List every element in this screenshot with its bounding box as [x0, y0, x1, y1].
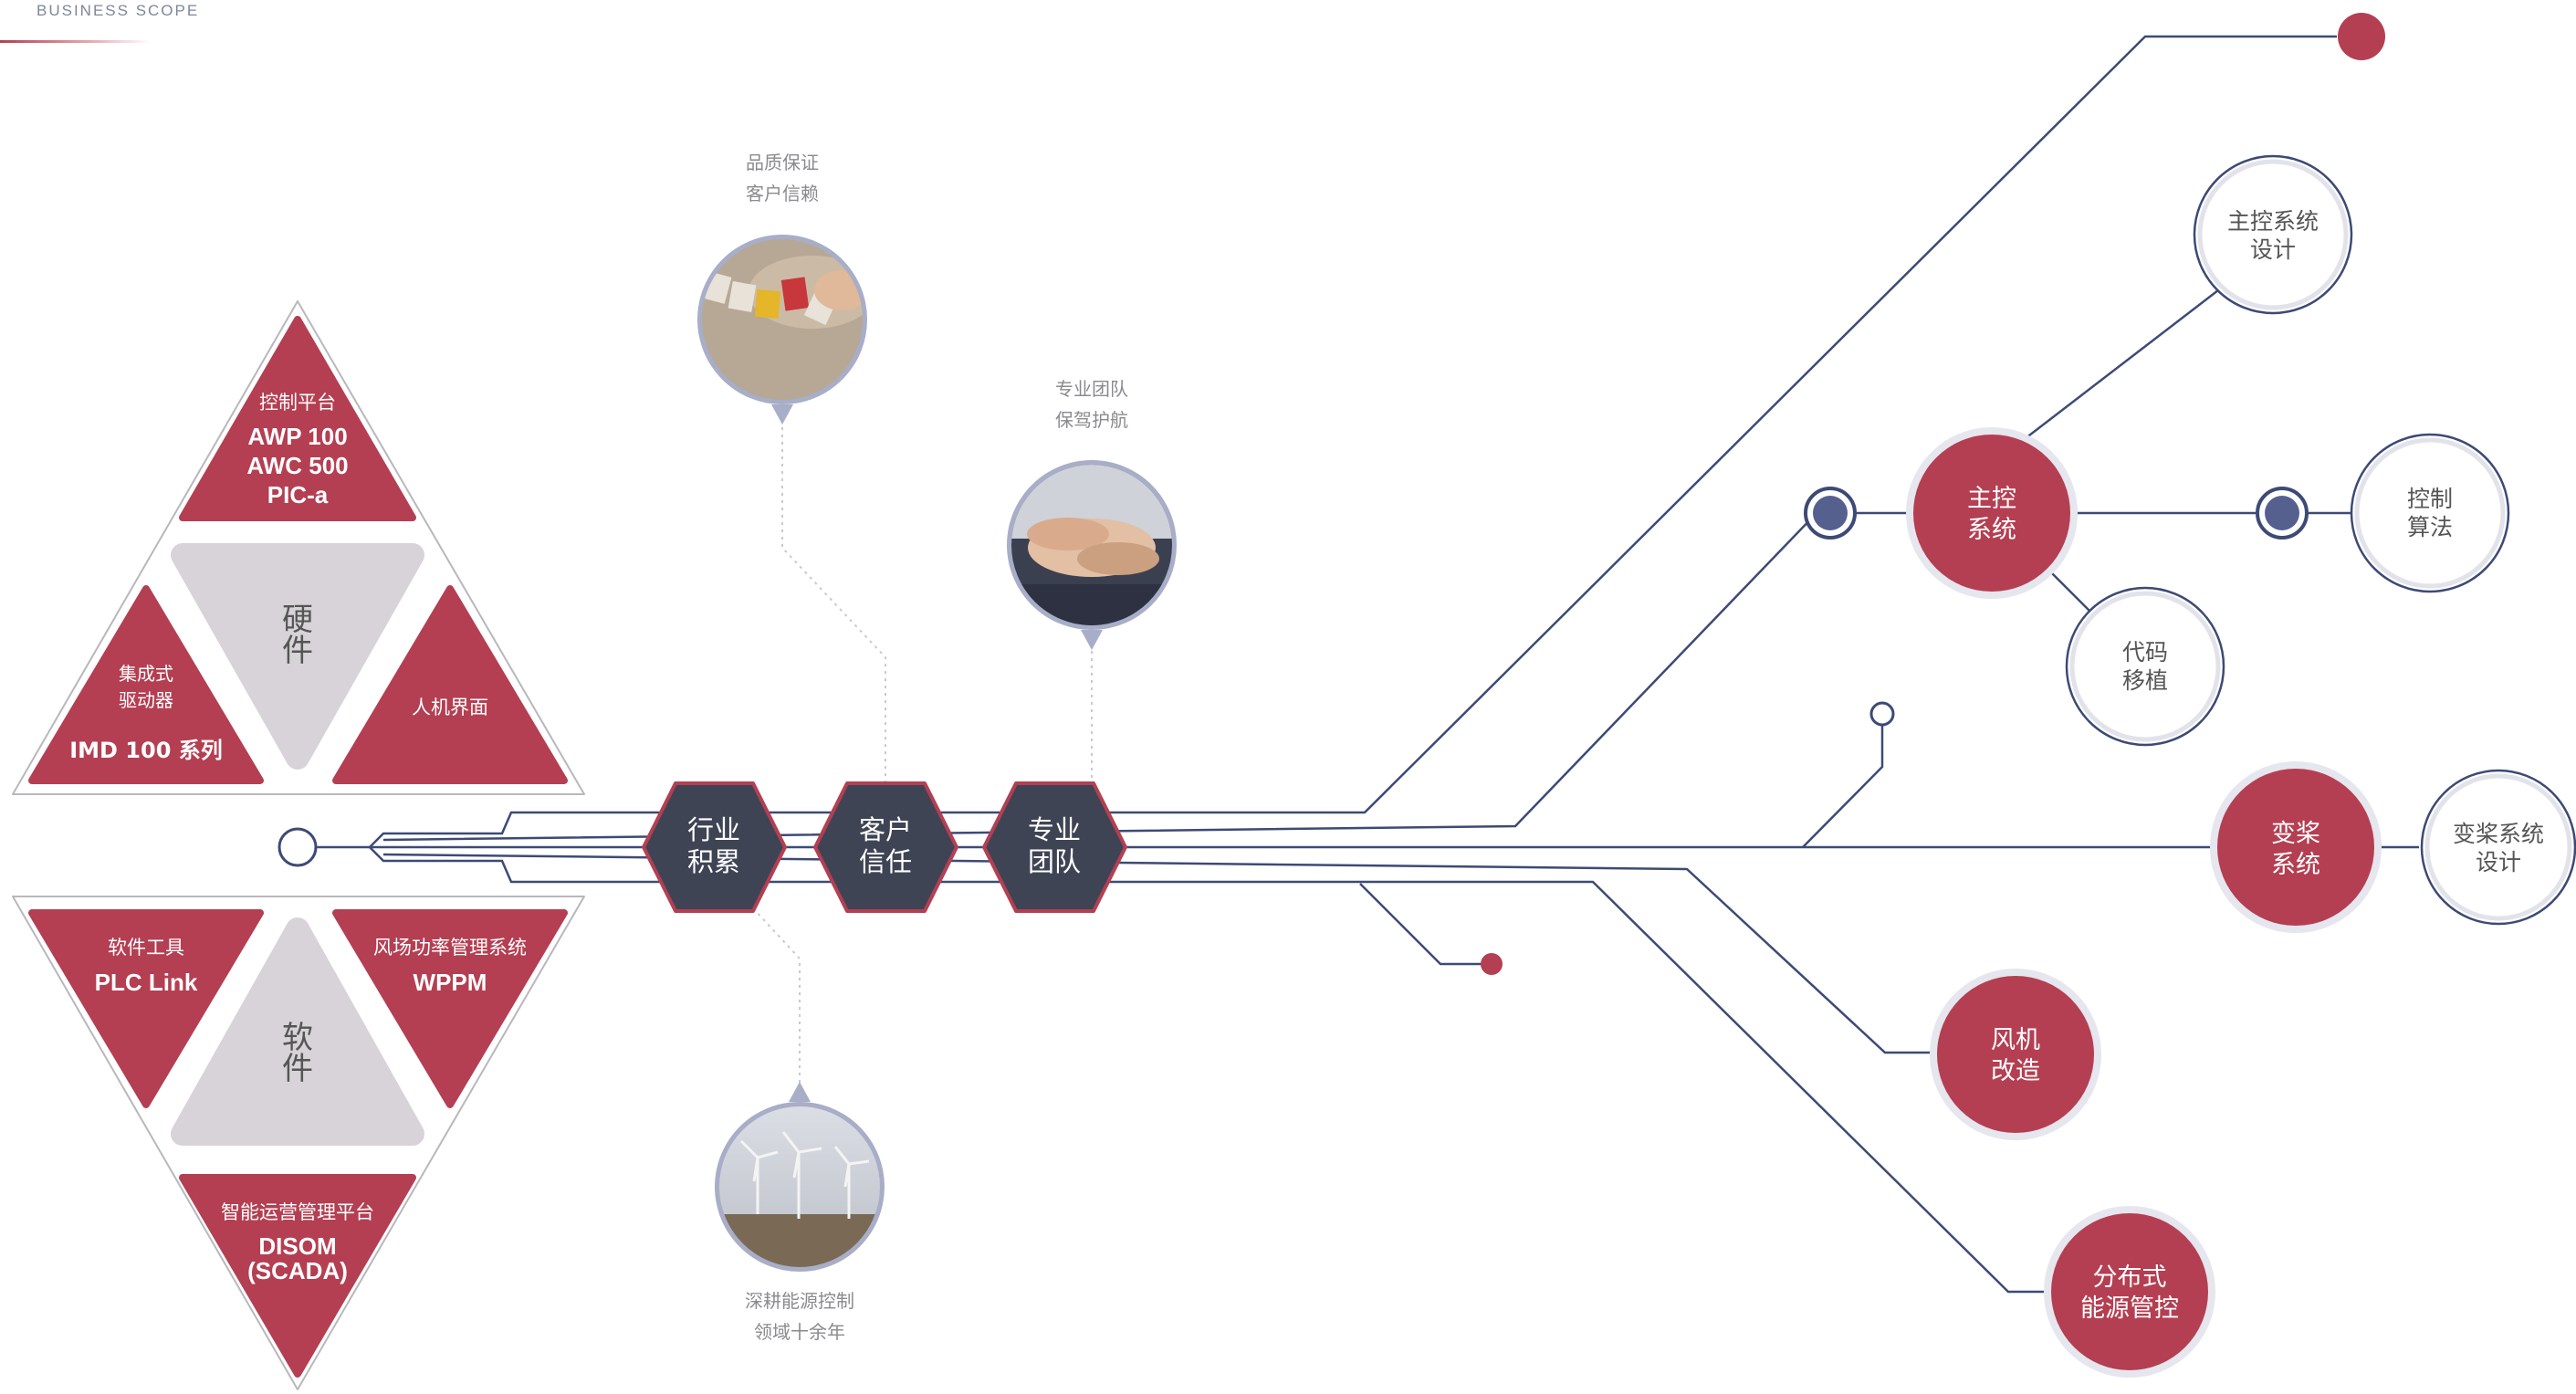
software-center-triangle	[171, 917, 424, 1146]
software-bottom-caption: 智能运营管理平台	[221, 1201, 374, 1223]
hexagon-trust-label: 客户信任	[859, 814, 912, 877]
end-dot-small	[1481, 953, 1503, 975]
junction-dot-left	[1804, 487, 1857, 540]
hardware-left-triangle	[28, 585, 264, 784]
hexagon-team-label: 专业团队	[1028, 814, 1081, 877]
software-bottom-triangle	[179, 1174, 416, 1378]
node-distributed-energy: 分布式能源管控	[2044, 1206, 2215, 1378]
node-code-porting: 代码移植	[2065, 586, 2225, 747]
svg-text:变桨系统设计: 变桨系统设计	[2453, 821, 2544, 875]
end-dot-top	[2338, 13, 2385, 60]
software-right-caption: 风场功率管理系统	[373, 937, 527, 959]
wind-farm-photo: 深耕能源控制领域十余年	[715, 1082, 885, 1343]
title-underline	[0, 40, 151, 43]
bus-upper-line	[369, 35, 2337, 848]
hook-dot	[1869, 701, 1895, 727]
svg-text:分布式能源管控: 分布式能源管控	[2080, 1263, 2179, 1323]
dotted-connectors	[752, 420, 1093, 1086]
hardware-right-caption: 人机界面	[412, 697, 488, 718]
hardware-center-label: 硬件	[282, 602, 313, 669]
software-left-caption: 软件工具	[108, 937, 184, 959]
svg-text:风机改造: 风机改造	[1991, 1026, 2040, 1085]
team-caption: 专业团队保驾护航	[1055, 378, 1128, 431]
hardware-left-caption: 集成式驱动器	[119, 663, 173, 711]
trust-photo: 品质保证客户信赖	[697, 152, 867, 424]
wind-caption: 深耕能源控制领域十余年	[745, 1290, 854, 1343]
bus-lower-line	[369, 846, 2049, 1294]
software-center-label: 软件	[282, 1020, 313, 1087]
software-cluster: 软件 软件工具 PLC Link 风场功率管理系统 WPPM 智能运营管理平台 …	[12, 896, 585, 1390]
branch-hook-line	[1802, 714, 1884, 848]
wind-connector	[752, 907, 801, 1086]
junction-dot-right	[2256, 487, 2309, 540]
software-bottom-product: DISOM(SCADA)	[247, 1232, 348, 1284]
line-dots	[277, 13, 2385, 975]
svg-text:主控系统: 主控系统	[1967, 485, 2016, 544]
node-main-control: 主控系统	[1906, 427, 2078, 599]
node-pitch-system-design: 变桨系统设计	[2420, 769, 2576, 926]
hardware-right-triangle	[332, 585, 568, 784]
hexagon-industry-label: 行业积累	[687, 814, 740, 877]
trust-connector	[781, 420, 886, 785]
svg-text:代码移植: 代码移植	[2122, 639, 2168, 694]
software-right-product: WPPM	[414, 969, 487, 996]
software-left-triangle	[28, 909, 264, 1108]
bus-lower-inner-line	[382, 853, 1935, 1054]
svg-text:控制算法: 控制算法	[2407, 486, 2453, 540]
svg-text:主控系统设计: 主控系统设计	[2227, 208, 2319, 263]
hardware-center-triangle	[171, 543, 424, 770]
hardware-top-caption: 控制平台	[259, 392, 336, 414]
node-retrofit: 风机改造	[1930, 969, 2101, 1140]
trust-caption: 品质保证客户信赖	[746, 152, 819, 204]
node-control-algorithm: 控制算法	[2350, 433, 2510, 593]
software-left-product: PLC Link	[95, 969, 198, 996]
start-dot	[277, 827, 318, 867]
hardware-top-triangle	[179, 316, 416, 521]
branch-dot-line	[1359, 883, 1490, 966]
hexagon-team: 专业团队	[982, 781, 1127, 913]
node-main-system-design: 主控系统设计	[2193, 154, 2353, 315]
hardware-left-product: IMD 100 系列	[69, 738, 223, 763]
hexagon-trust: 客户信任	[813, 781, 958, 913]
hexagon-industry: 行业积累	[642, 781, 787, 913]
team-hands-photo: 专业团队保驾护航	[1007, 378, 1177, 650]
svg-text:变桨系统: 变桨系统	[2271, 820, 2320, 879]
software-right-triangle	[332, 909, 568, 1108]
page-title: BUSINESS SCOPE	[37, 2, 200, 19]
node-pitch: 变桨系统	[2210, 761, 2382, 933]
